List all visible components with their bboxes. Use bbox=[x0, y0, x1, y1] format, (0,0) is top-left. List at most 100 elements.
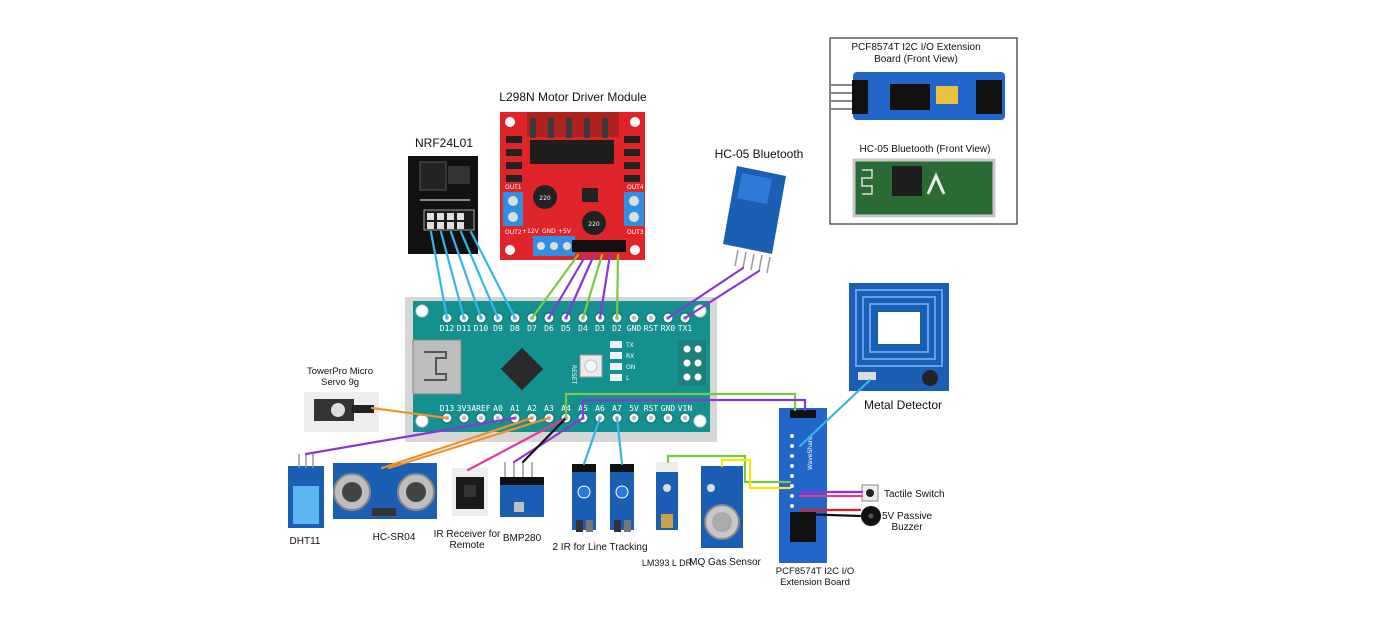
nano-pin-label: A1 bbox=[510, 404, 520, 413]
wire-bmp280-scl bbox=[521, 416, 568, 464]
wire-hc05-tx bbox=[683, 269, 761, 320]
wire-hcsr04-echo bbox=[387, 416, 551, 470]
pcf-label-line2: Extension Board bbox=[780, 577, 850, 588]
wire-nrf-d10 bbox=[449, 230, 483, 320]
ir-line-tracking-sensors bbox=[572, 464, 634, 532]
l298n-12v-label: +12V bbox=[522, 228, 540, 235]
nano-pin-label: D6 bbox=[544, 324, 554, 333]
bmp280-label: BMP280 bbox=[503, 533, 542, 544]
mq-gas-sensor bbox=[701, 466, 743, 548]
nano-pin-hole-core bbox=[496, 416, 500, 420]
ldr-label: LM393 L DR bbox=[642, 558, 693, 568]
reference-views-panel bbox=[829, 37, 1018, 225]
reset-label: RESET bbox=[570, 365, 577, 385]
l298n-5v-label: +5V bbox=[558, 228, 572, 235]
nano-pin-label: D4 bbox=[578, 324, 588, 333]
nano-pin-label: A2 bbox=[527, 404, 537, 413]
wire-nrf-d9 bbox=[459, 230, 500, 320]
pcf-front-label-line1: PCF8574T I2C I/O Extension bbox=[851, 42, 980, 53]
wire-pcf-scl bbox=[581, 398, 807, 420]
pcf-label-line1: PCF8574T I2C I/O bbox=[776, 566, 855, 577]
nano-pin-hole-core bbox=[632, 316, 636, 320]
ir-tracking-label: 2 IR for Line Tracking bbox=[552, 542, 647, 553]
nano-pin-hole-core bbox=[683, 416, 687, 420]
nano-pin-label: VIN bbox=[678, 404, 693, 413]
l298n-out2-label: OUT2 bbox=[505, 229, 522, 236]
wire-mq-pcf bbox=[720, 458, 792, 490]
nano-leds: TX RX ON L bbox=[610, 341, 635, 382]
nano-pin-label: D8 bbox=[510, 324, 520, 333]
servo-label-line1: TowerPro Micro bbox=[307, 366, 373, 377]
wire-dht11-a1 bbox=[304, 416, 517, 456]
led-label: TX bbox=[625, 342, 634, 349]
icsp-header bbox=[678, 340, 706, 386]
nano-pin-hole-core bbox=[632, 416, 636, 420]
l298n-module: 220 220 OUT1 OUT2 OUT3 OUT4 +12V GND +5V bbox=[500, 112, 645, 260]
hc05-front-view bbox=[852, 158, 996, 218]
wire-nrf-d12 bbox=[429, 230, 449, 320]
passive-buzzer bbox=[861, 506, 881, 526]
ir-receiver-label-line1: IR Receiver for bbox=[434, 529, 501, 540]
ir-receiver-label-line2: Remote bbox=[449, 540, 484, 551]
servo-module bbox=[304, 392, 379, 432]
buzzer-label-line1: 5V Passive bbox=[882, 511, 932, 522]
l298n-label: L298N Motor Driver Module bbox=[499, 90, 647, 104]
pcf8574-board: WaveShare bbox=[779, 408, 827, 563]
nano-pin-label: TX1 bbox=[678, 324, 693, 333]
l298n-chip bbox=[530, 140, 614, 164]
nano-pin-label: AREF bbox=[471, 404, 490, 413]
wire-ir-receiver-a4 bbox=[466, 416, 568, 472]
wire-l298n-d3 bbox=[598, 253, 612, 320]
wire-metal-pcf bbox=[798, 378, 872, 448]
l298n-out1-label: OUT1 bbox=[505, 184, 522, 191]
nano-pin-label: D5 bbox=[561, 324, 571, 333]
metal-detector-label: Metal Detector bbox=[864, 398, 942, 412]
nano-pin-label: A7 bbox=[612, 404, 622, 413]
wire-hcsr04-trig bbox=[380, 416, 534, 470]
nano-pin-label: D11 bbox=[457, 324, 472, 333]
nano-pin-label: A3 bbox=[544, 404, 554, 413]
hc05-label: HC-05 Bluetooth bbox=[715, 147, 804, 161]
l298n-out4-label: OUT4 bbox=[627, 184, 644, 191]
ir-receiver-module bbox=[452, 468, 488, 516]
nano-pin-label: 3V3 bbox=[457, 404, 472, 413]
wire-servo-d13 bbox=[370, 406, 449, 420]
l298n-out3-label: OUT3 bbox=[627, 229, 644, 236]
servo-label-line2: Servo 9g bbox=[321, 377, 359, 388]
wire-hc05-rx bbox=[666, 266, 745, 320]
nano-pin-hole-core bbox=[479, 416, 483, 420]
ldr-module bbox=[656, 462, 678, 530]
tactile-switch bbox=[861, 484, 879, 502]
mq-gas-label: MQ Gas Sensor bbox=[689, 557, 761, 568]
nrf24l01-label: NRF24L01 bbox=[415, 136, 473, 150]
nano-pin-label: D10 bbox=[474, 324, 489, 333]
bmp280-sensor bbox=[500, 462, 544, 517]
nano-pin-label: D7 bbox=[527, 324, 537, 333]
nano-pin-label: RST bbox=[644, 404, 659, 413]
wire-buzzer-pcf-2 bbox=[798, 512, 862, 518]
nano-pin-hole-core bbox=[666, 416, 670, 420]
wire-l298n-d6 bbox=[547, 253, 588, 320]
wire-bmp280-sda bbox=[512, 416, 585, 464]
nano-pin-label: D12 bbox=[440, 324, 455, 333]
wire-l298n-d7 bbox=[530, 253, 580, 320]
wire-pcf-sda bbox=[564, 392, 797, 420]
nano-pin-label: RST bbox=[644, 324, 659, 333]
dht11-sensor bbox=[288, 454, 324, 528]
wire-nrf-d8 bbox=[469, 230, 517, 320]
wire-l298n-d4 bbox=[581, 253, 604, 320]
capacitor-label: 220 bbox=[539, 195, 551, 202]
wire-ir-track-a6 bbox=[582, 416, 602, 466]
led-label: L bbox=[626, 375, 630, 382]
pcf-brand-label: WaveShare bbox=[807, 436, 814, 470]
nano-pin-label: D2 bbox=[612, 324, 622, 333]
nano-pin-hole-core bbox=[649, 416, 653, 420]
nano-pin-label: D13 bbox=[440, 404, 455, 413]
wire-ldr-pcf bbox=[666, 454, 792, 484]
wire-ir-track-a7 bbox=[615, 416, 624, 466]
capacitor-label: 220 bbox=[588, 221, 600, 228]
hc05-front-label: HC-05 Bluetooth (Front View) bbox=[860, 144, 991, 155]
nano-pin-label: GND bbox=[627, 324, 642, 333]
